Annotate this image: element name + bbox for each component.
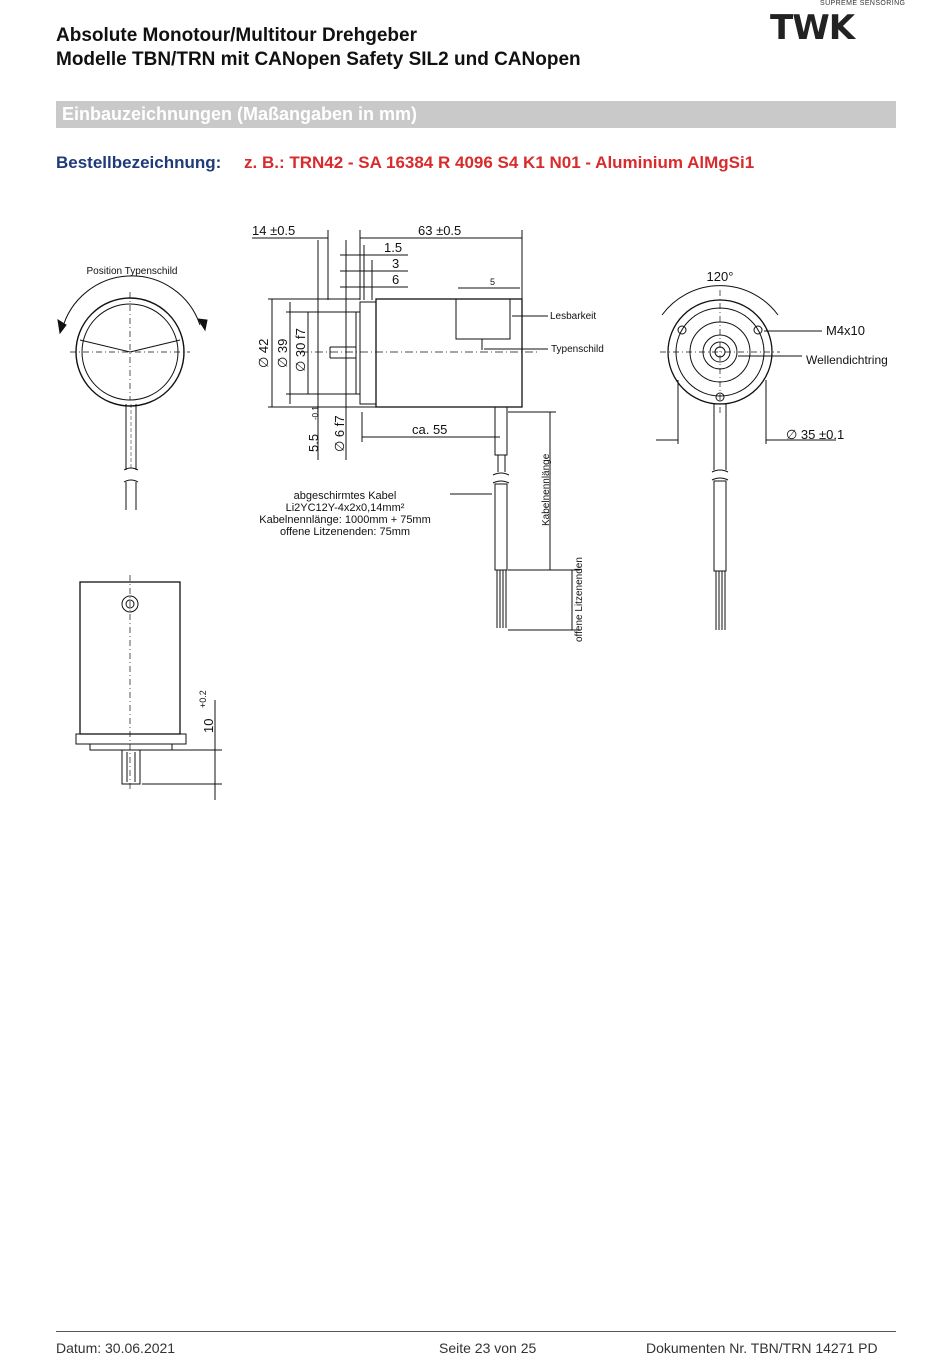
cable-line-2: Li2YC12Y-4x2x0,14mm² — [286, 502, 405, 514]
bottom-view: 10 +0.2 — [75, 575, 222, 800]
dim-6-label: 6 — [392, 272, 399, 287]
dim-5-label: 5 — [490, 277, 495, 287]
footer-document: Dokumenten Nr. TBN/TRN 14271 PD — [646, 1340, 878, 1356]
section-title: Einbauzeichnungen (Maßangaben in mm) — [62, 104, 418, 124]
dia35-label: ∅ 35 ±0.1 — [786, 427, 844, 442]
dim-14-label: 14 ±0.5 — [252, 223, 295, 238]
ca55-label: ca. 55 — [412, 422, 447, 437]
cable-line-1: abgeschirmtes Kabel — [294, 490, 397, 502]
front-view-right: 120° M4x10 Wellendichtring ∅ 35 ±0.1 — [656, 269, 888, 630]
kabelnennlaenge-label: Kabelnennlänge — [541, 453, 552, 526]
order-label: Bestellbezeichnung: — [56, 153, 222, 172]
position-typenschild-label: Position Typenschild — [87, 266, 178, 277]
footer-date: Datum: 30.06.2021 — [56, 1340, 176, 1356]
dim-63-label: 63 ±0.5 — [418, 223, 461, 238]
tol-minus-label: -0.1 — [311, 406, 320, 420]
offene-litzenenden-label: offene Litzenenden — [574, 557, 585, 642]
lesbarkeit-label: Lesbarkeit — [550, 311, 596, 322]
dim-3-label: 3 — [392, 256, 399, 271]
front-view-left: Position Typenschild — [57, 266, 208, 510]
title-line-2: Modelle TBN/TRN mit CANopen Safety SIL2 … — [56, 49, 581, 70]
cable-line-4: offene Litzenenden: 75mm — [280, 526, 410, 538]
dim-5-5-label: 5.5 — [306, 434, 321, 452]
section-header: Einbauzeichnungen (Maßangaben in mm) — [56, 101, 896, 128]
tol-plus-label: +0.2 — [198, 690, 208, 708]
side-view: 14 ±0.5 63 ±0.5 1.5 3 6 5 Lesbarkeit Typ… — [252, 223, 604, 642]
angle-120-label: 120° — [707, 269, 734, 284]
m4x10-label: M4x10 — [826, 323, 865, 338]
cable-line-3: Kabelnennlänge: 1000mm + 75mm — [259, 514, 431, 526]
order-example: z. B.: TRN42 - SA 16384 R 4096 S4 K1 N01… — [244, 153, 755, 172]
logo-tagline: SUPREME SENSORING — [820, 0, 906, 7]
dia6-label: ∅ 6 f7 — [332, 415, 347, 452]
dia39-label: ∅ 39 — [275, 339, 290, 368]
document-title: Absolute Monotour/Multitour Drehgeber Mo… — [56, 24, 581, 72]
twk-logo: TWK — [770, 8, 855, 48]
footer-divider — [56, 1331, 896, 1332]
dim-10-label: 10 — [201, 719, 216, 733]
mounting-drawing: Position Typenschild 14 ±0.5 63 ±0.5 1.5… — [57, 223, 888, 800]
typenschild-label: Typenschild — [551, 344, 604, 355]
footer-page: Seite 23 von 25 — [439, 1340, 537, 1356]
dia42-label: ∅ 42 — [256, 339, 271, 368]
dia30-label: ∅ 30 f7 — [293, 328, 308, 372]
wellendichtring-label: Wellendichtring — [806, 353, 888, 367]
title-line-1: Absolute Monotour/Multitour Drehgeber — [56, 25, 417, 46]
dim-1-5-label: 1.5 — [384, 240, 402, 255]
